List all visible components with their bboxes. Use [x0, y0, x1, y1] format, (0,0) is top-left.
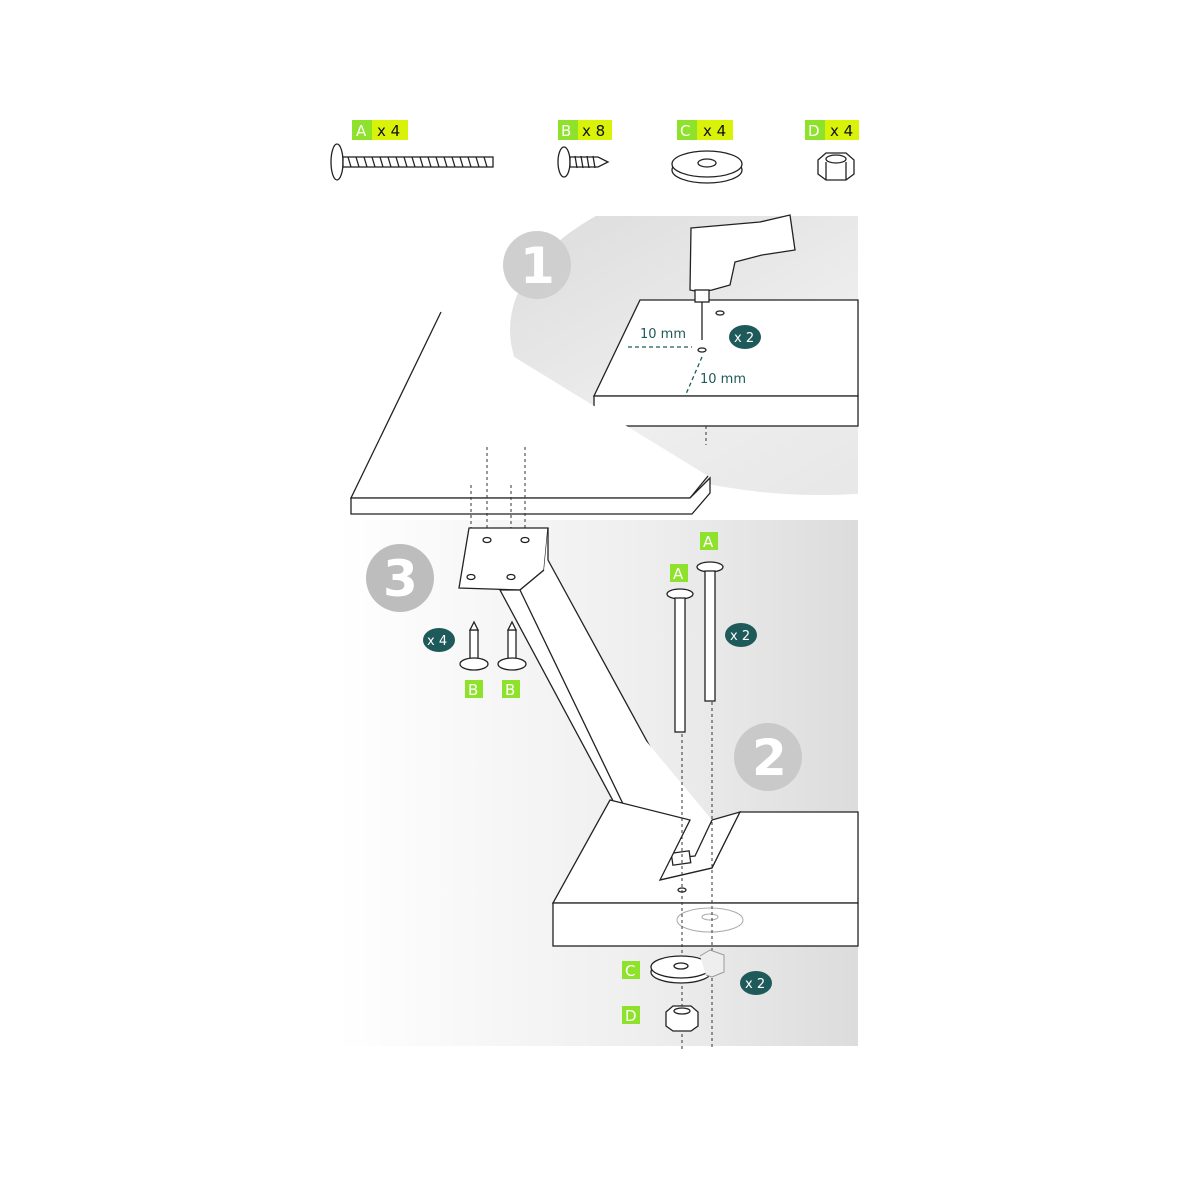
svg-text:x 2: x 2 [734, 331, 754, 346]
screw-b-2 [497, 620, 527, 671]
part-count: x 4 [377, 122, 400, 140]
nut-d [665, 1005, 699, 1032]
drill-icon [689, 214, 796, 340]
svg-text:x 2: x 2 [745, 977, 765, 992]
svg-text:3: 3 [383, 550, 418, 608]
svg-text:A: A [673, 565, 684, 583]
part-b: B x 8 [557, 120, 612, 178]
part-count: x 4 [830, 122, 853, 140]
screw-b-1 [459, 620, 489, 671]
tabletop-board [349, 311, 711, 580]
part-letter: B [561, 122, 571, 140]
step2-board [551, 702, 859, 1050]
bolt-a-1 [666, 588, 694, 733]
part-count: x 8 [582, 122, 605, 140]
step-3-marker: 3 [366, 544, 434, 612]
dimension-x-label: 10 mm [640, 327, 686, 342]
washer-label-c: C [622, 961, 640, 980]
screw-label-b: B [502, 680, 520, 699]
bolt-icon [330, 143, 344, 181]
qty-badge: x 4 [423, 628, 455, 652]
part-letter: A [356, 122, 367, 140]
part-c: C x 4 [671, 120, 743, 184]
part-d: D x 4 [805, 120, 859, 181]
table-leg-bracket [458, 527, 742, 881]
svg-text:2: 2 [752, 729, 787, 787]
svg-text:D: D [625, 1007, 637, 1025]
qty-badge: x 2 [740, 971, 772, 995]
svg-text:A: A [703, 533, 714, 551]
qty-badge: x 2 [729, 325, 761, 349]
svg-text:1: 1 [520, 237, 555, 295]
svg-text:B: B [468, 681, 478, 699]
svg-text:x 2: x 2 [730, 629, 750, 644]
part-letter: D [808, 122, 820, 140]
dimension-y-label: 10 mm [700, 372, 746, 387]
part-count: x 4 [703, 122, 726, 140]
svg-text:C: C [625, 962, 635, 980]
step-2-marker: 2 [734, 723, 802, 791]
bolt-a-2 [696, 561, 724, 702]
bolt-label-a: A [700, 532, 718, 551]
svg-text:x 4: x 4 [427, 634, 447, 649]
bolt-label-a: A [670, 564, 688, 583]
screw-icon [557, 146, 571, 178]
washer-c [650, 949, 725, 984]
part-a: A x 4 [330, 120, 494, 181]
qty-badge: x 2 [725, 623, 757, 647]
nut-label-d: D [622, 1006, 640, 1025]
step1-board [592, 299, 859, 445]
screw-label-b: B [465, 680, 483, 699]
step-1-marker: 1 [503, 231, 571, 299]
part-letter: C [680, 122, 690, 140]
svg-text:B: B [505, 681, 515, 699]
